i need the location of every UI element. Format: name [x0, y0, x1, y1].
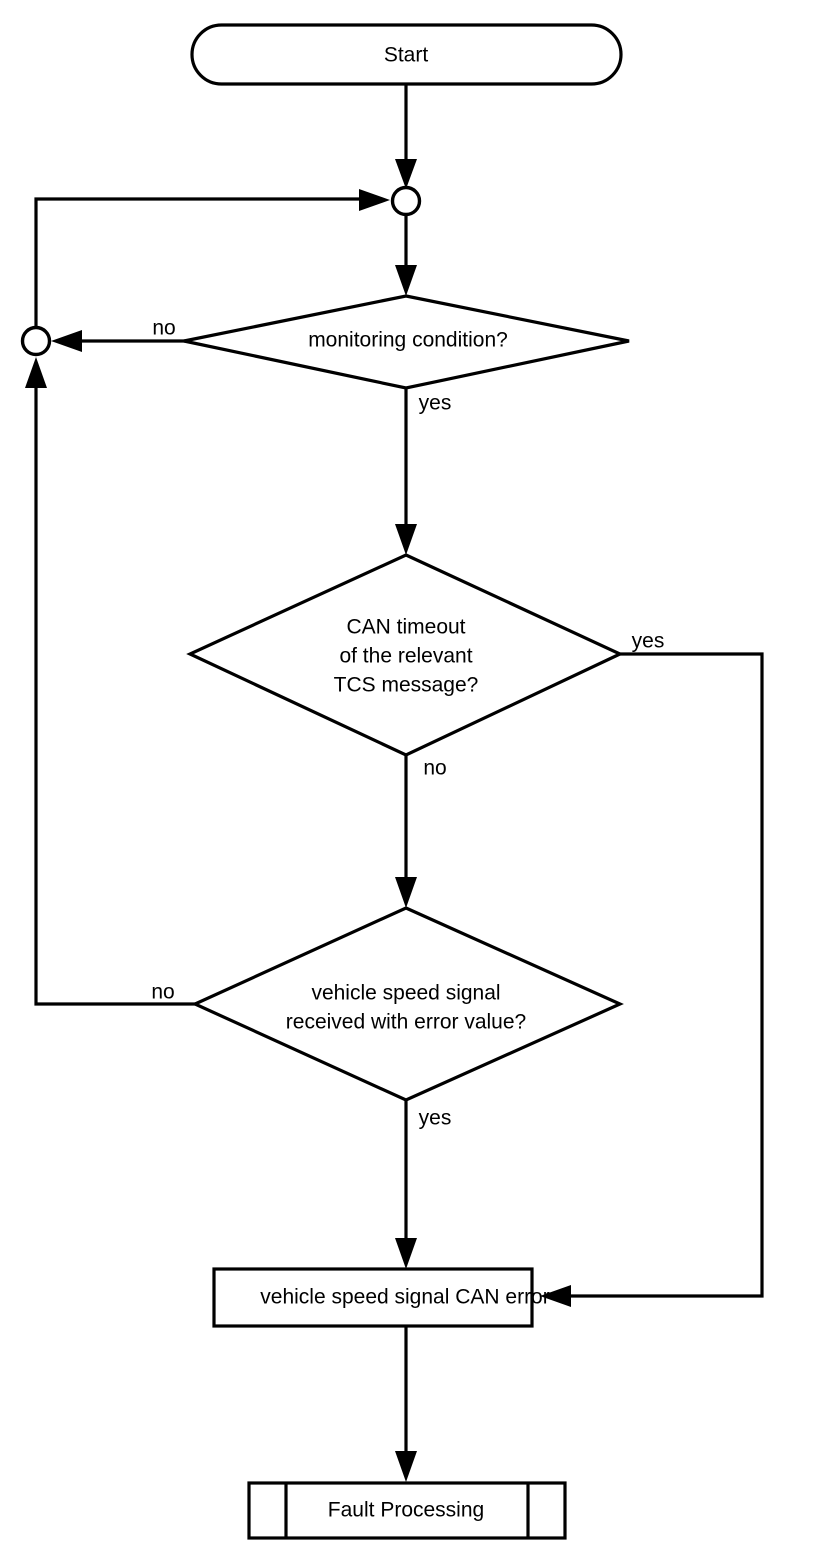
can-timeout-label-line3: TCS message?	[334, 674, 479, 697]
edge-can-timeout-no: no	[395, 755, 447, 908]
edge-label-speed-error-no: no	[151, 981, 174, 1004]
node-speed-error[interactable]: vehicle speed signal received with error…	[191, 906, 624, 1102]
speed-error-shape	[191, 906, 624, 1102]
node-can-timeout[interactable]: CAN timeout of the relevant TCS message?	[186, 553, 624, 757]
arrowhead-icon	[25, 357, 47, 388]
start-shape	[190, 23, 623, 86]
edge-start-to-merge	[395, 84, 417, 189]
edge-label-monitoring-no: no	[152, 317, 175, 340]
merge-left-circle-icon	[20, 325, 52, 357]
node-merge-left[interactable]	[20, 325, 52, 357]
edge-loop-back-to-merge-top	[34, 189, 390, 326]
can-timeout-shape	[186, 553, 624, 757]
edge-can-error-to-fault	[395, 1326, 417, 1482]
speed-error-label-line1: vehicle speed signal	[311, 982, 500, 1005]
can-error-label: vehicle speed signal CAN error	[260, 1286, 549, 1309]
edge-monitoring-yes: yes	[395, 388, 451, 555]
edge-label-monitoring-yes: yes	[419, 392, 452, 415]
can-timeout-label-line2: of the relevant	[339, 645, 472, 668]
edge-label-speed-error-yes: yes	[419, 1107, 452, 1130]
monitoring-condition-shape	[183, 294, 630, 390]
arrowhead-icon	[359, 189, 390, 211]
monitoring-condition-label: monitoring condition?	[308, 329, 508, 352]
node-fault-processing[interactable]: Fault Processing	[247, 1481, 567, 1540]
arrowhead-icon	[395, 1238, 417, 1269]
arrowhead-icon	[51, 330, 82, 352]
can-error-shape	[212, 1267, 534, 1328]
edge-line	[562, 652, 764, 1298]
arrowhead-icon	[395, 877, 417, 908]
node-merge-top[interactable]	[390, 185, 422, 217]
edge-monitoring-no: no	[51, 317, 186, 352]
node-can-error[interactable]: vehicle speed signal CAN error	[212, 1267, 550, 1328]
edge-speed-error-yes: yes	[395, 1100, 451, 1269]
edge-line	[34, 197, 368, 326]
node-monitoring-condition[interactable]: monitoring condition?	[183, 294, 630, 390]
node-start[interactable]: Start	[190, 23, 623, 86]
arrowhead-icon	[395, 1451, 417, 1482]
fault-processing-shape	[247, 1481, 567, 1540]
merge-top-circle-icon	[390, 185, 422, 217]
fault-processing-label: Fault Processing	[328, 1499, 484, 1522]
edge-can-timeout-yes: yes	[540, 630, 764, 1307]
can-timeout-label-line1: CAN timeout	[346, 616, 465, 639]
edge-line	[34, 379, 196, 1006]
arrowhead-icon	[395, 265, 417, 296]
speed-error-label-line2: received with error value?	[286, 1011, 526, 1034]
start-label: Start	[384, 44, 429, 67]
arrowhead-icon	[395, 159, 417, 189]
arrowhead-icon	[540, 1285, 571, 1307]
edge-label-can-timeout-yes: yes	[632, 630, 665, 653]
edge-label-can-timeout-no: no	[423, 757, 446, 780]
arrowhead-icon	[395, 524, 417, 555]
edge-speed-error-no: no	[25, 357, 196, 1006]
edge-merge-to-monitoring	[395, 215, 417, 296]
